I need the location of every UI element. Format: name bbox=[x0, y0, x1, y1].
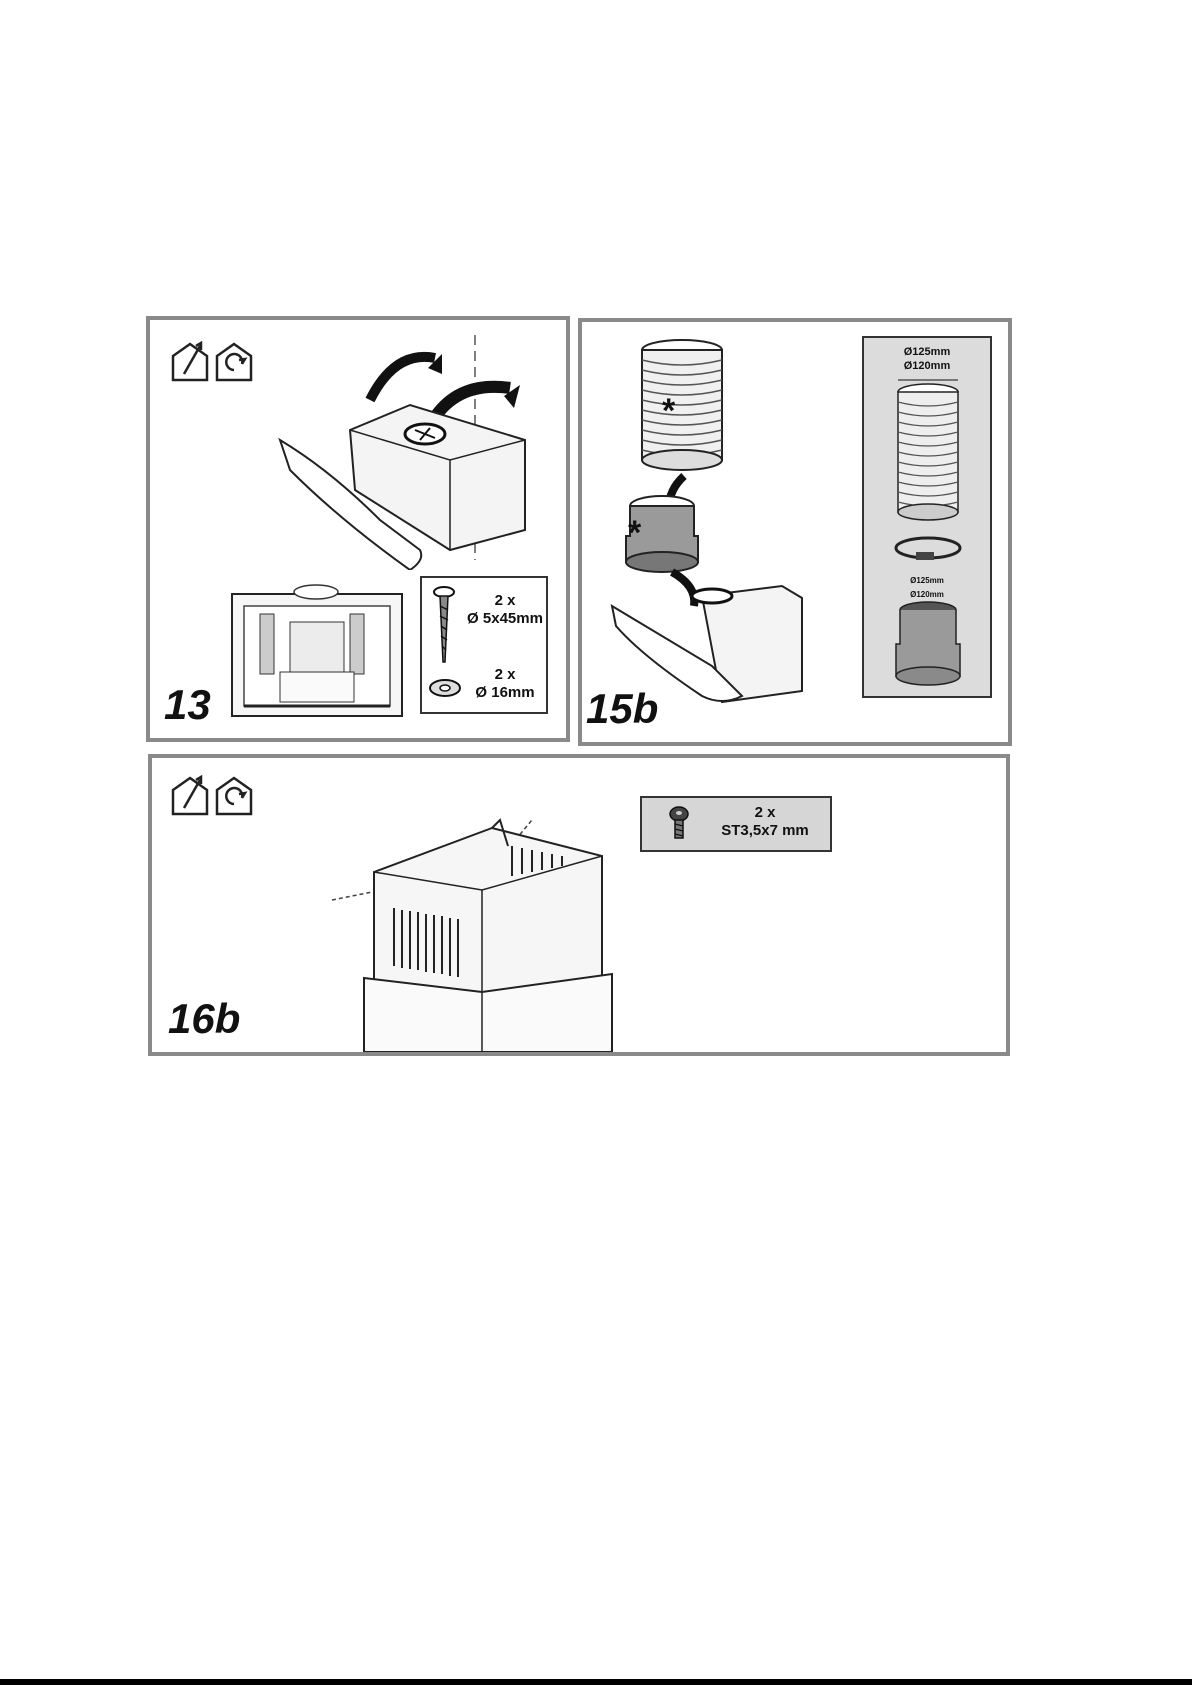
washer-size: Ø 16mm bbox=[462, 684, 548, 702]
wood-screw-icon bbox=[432, 586, 456, 666]
screw-quantity: 2 x bbox=[462, 592, 548, 610]
washer-icon bbox=[428, 678, 462, 698]
screw-size: Ø 5x45mm bbox=[462, 610, 548, 628]
house-exhaust-icon bbox=[170, 774, 214, 818]
step-13-panel: 2 x Ø 5x45mm 2 x Ø 16mm 13 bbox=[146, 316, 570, 742]
screw-legend-box: 2 x Ø 5x45mm 2 x Ø 16mm bbox=[420, 576, 548, 714]
step-number: 15b bbox=[586, 688, 658, 730]
hood-interior-illustration bbox=[230, 582, 410, 722]
duct-diameter-inset: Ø125mm Ø120mm Ø125mm Ø120mm bbox=[862, 336, 992, 698]
duct-inner-diameter: Ø120mm bbox=[864, 360, 990, 372]
hose-clamp-icon bbox=[892, 530, 964, 566]
washer-quantity: 2 x bbox=[462, 666, 548, 684]
page-bottom-rule bbox=[0, 1679, 1192, 1685]
hood-rotation-illustration bbox=[270, 330, 560, 570]
screw-legend-box: 2 x ST3,5x7 mm bbox=[640, 796, 832, 852]
adapter-outer-diameter: Ø125mm bbox=[864, 576, 990, 585]
optional-part-marker: * bbox=[662, 394, 675, 428]
chimney-cover-illustration bbox=[332, 816, 672, 1052]
step-15b-panel: * * Ø125mm Ø120mm Ø125mm Ø120mm bbox=[578, 318, 1012, 746]
duct-adapter-icon bbox=[892, 600, 964, 690]
screw-quantity: 2 x bbox=[702, 804, 828, 822]
house-recirculation-icon bbox=[214, 340, 258, 384]
screw-size: ST3,5x7 mm bbox=[702, 822, 828, 840]
step-16b-panel: 2 x ST3,5x7 mm 16b bbox=[148, 754, 1010, 1056]
machine-screw-icon bbox=[668, 806, 690, 842]
house-recirculation-icon bbox=[214, 774, 258, 818]
adapter-inner-diameter: Ø120mm bbox=[864, 590, 990, 599]
duct-outer-diameter: Ø125mm bbox=[864, 346, 990, 358]
step-number: 16b bbox=[168, 998, 240, 1040]
flexible-duct-icon bbox=[892, 376, 964, 526]
step-number: 13 bbox=[164, 684, 211, 726]
optional-part-marker: * bbox=[628, 516, 641, 550]
